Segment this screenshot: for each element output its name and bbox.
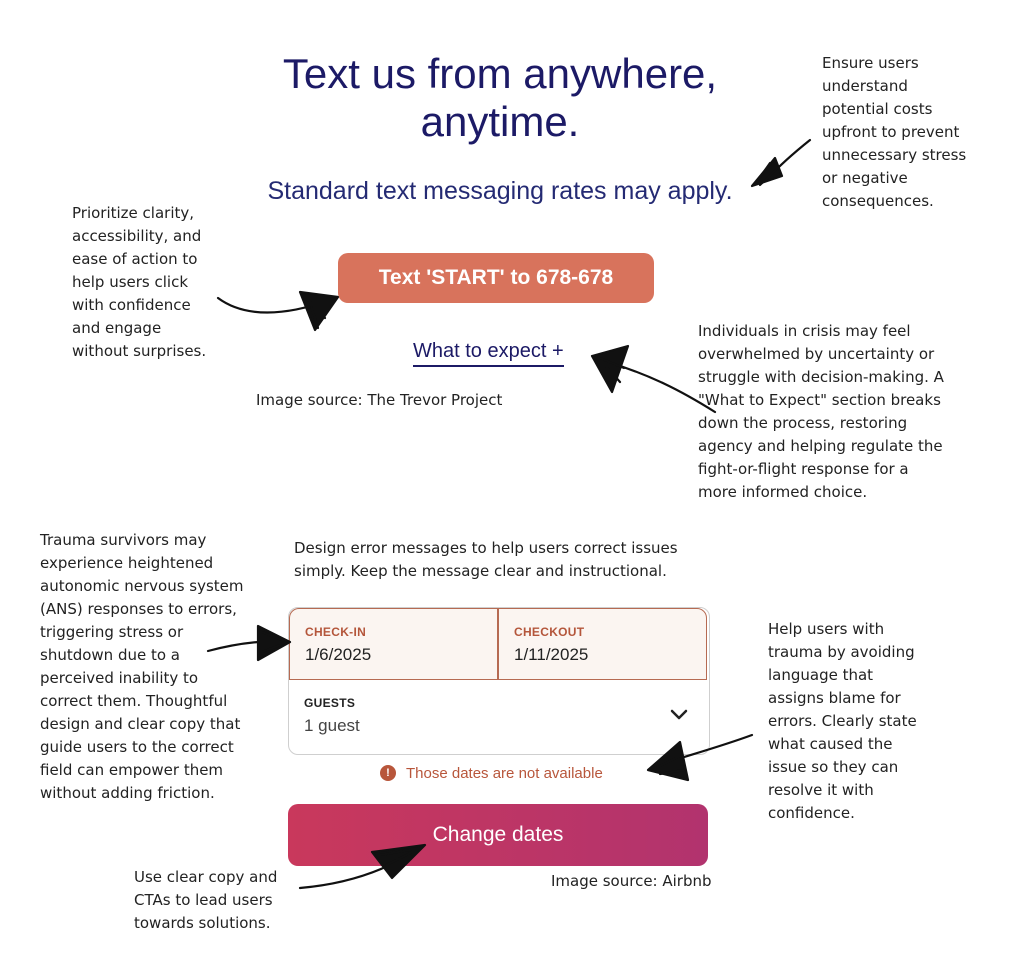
change-dates-button[interactable]: Change dates xyxy=(288,804,708,866)
checkout-field[interactable]: CHECKOUT 1/11/2025 xyxy=(498,608,707,680)
dates-row: CHECK-IN 1/6/2025 CHECKOUT 1/11/2025 xyxy=(289,608,709,680)
annotation-clarity: Prioritize clarity, accessibility, and e… xyxy=(72,204,207,360)
checkin-value: 1/6/2025 xyxy=(305,645,372,664)
annotation-crisis: Individuals in crisis may feel overwhelm… xyxy=(698,322,944,501)
booking-card: CHECK-IN 1/6/2025 CHECKOUT 1/11/2025 GUE… xyxy=(288,607,710,755)
guests-select[interactable]: GUESTS 1 guest xyxy=(289,680,709,754)
checkout-value: 1/11/2025 xyxy=(514,645,589,664)
chevron-down-icon[interactable] xyxy=(669,708,689,722)
checkout-label: CHECKOUT xyxy=(514,625,585,639)
airbnb-image-source: Image source: Airbnb xyxy=(551,872,712,890)
what-to-expect-link[interactable]: What to expect + xyxy=(413,340,564,367)
guests-label: GUESTS xyxy=(304,696,356,710)
checkin-label: CHECK-IN xyxy=(305,625,367,639)
guests-value: 1 guest xyxy=(304,716,360,735)
trevor-image-source: Image source: The Trevor Project xyxy=(256,391,503,409)
hero-subtitle: Standard text messaging rates may apply. xyxy=(267,177,733,205)
annotation-trauma: Trauma survivors may experience heighten… xyxy=(40,531,244,802)
error-icon: ! xyxy=(380,765,396,781)
checkin-field[interactable]: CHECK-IN 1/6/2025 xyxy=(289,608,498,680)
arrow-to-expect-icon xyxy=(590,344,717,414)
annotation-blame: Help users with trauma by avoiding langu… xyxy=(768,620,917,822)
annotation-costs: Ensure users understand potential costs … xyxy=(822,54,967,210)
error-text: Those dates are not available xyxy=(406,764,603,782)
annotation-cta-copy: Use clear copy and CTAs to lead users to… xyxy=(134,868,278,932)
error-message: ! Those dates are not available xyxy=(380,763,603,783)
hero-title: Text us from anywhere, anytime. xyxy=(282,50,718,145)
annotation-error-intro: Design error messages to help users corr… xyxy=(294,539,678,580)
text-start-button[interactable]: Text 'START' to 678-678 xyxy=(338,253,654,303)
